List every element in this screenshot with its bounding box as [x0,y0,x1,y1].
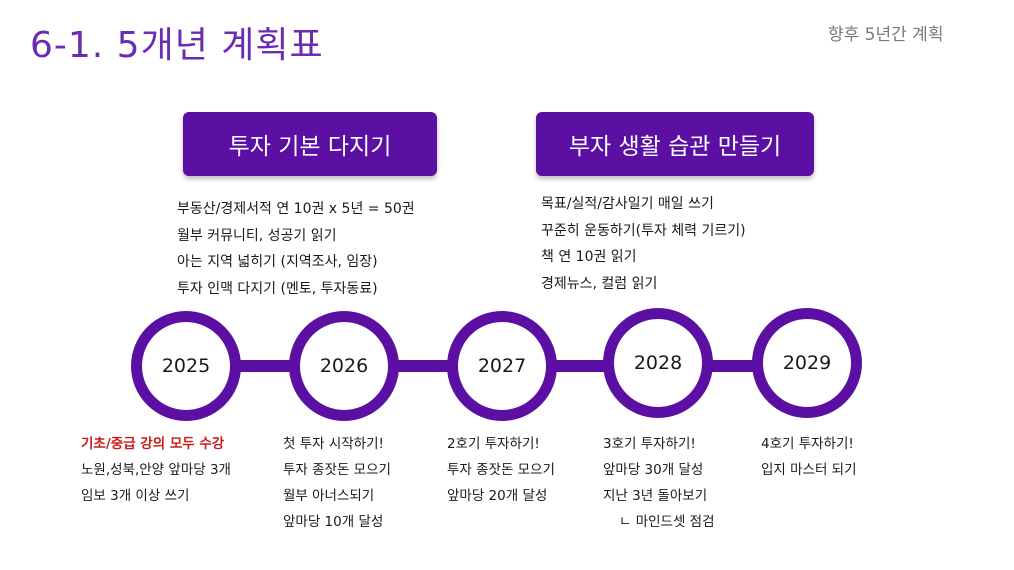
banner-label: 투자 기본 다지기 [228,134,392,160]
list-item: 투자 종잣돈 모으기 [283,462,391,478]
tasks-2027: 2호기 투자하기! 투자 종잣돈 모으기 앞마당 20개 달성 [447,431,555,509]
list-item: 투자 인맥 다지기 (멘토, 투자동료) [177,280,378,297]
year-label: 2028 [633,352,683,374]
list-item: 입지 마스터 되기 [761,462,857,478]
list-item: 2호기 투자하기! [447,436,540,452]
tasks-2026: 첫 투자 시작하기! 투자 종잣돈 모으기 월부 아너스되기 앞마당 10개 달… [283,431,391,535]
list-item: 월부 커뮤니티, 성공기 읽기 [177,227,337,244]
list-item: 목표/실적/감사일기 매일 쓰기 [541,196,714,212]
page-subtitle: 향후 5년간 계획 [828,25,944,45]
goals-list-right: 목표/실적/감사일기 매일 쓰기 꾸준히 운동하기(투자 체력 기르기) 책 연… [541,191,746,297]
tasks-2029: 4호기 투자하기! 입지 마스터 되기 [761,431,857,483]
list-item: 기초/중급 강의 모두 수강 [81,436,225,452]
year-circle-2029: 2029 [752,308,862,418]
list-item: 첫 투자 시작하기! [283,436,384,452]
year-circle-2028: 2028 [603,308,713,418]
list-item: 투자 종잣돈 모으기 [447,462,555,478]
list-item: 월부 아너스되기 [283,488,375,504]
list-item: 앞마당 30개 달성 [603,462,704,478]
list-item: 아는 지역 넓히기 (지역조사, 임장) [177,254,378,270]
list-item: 꾸준히 운동하기(투자 체력 기르기) [541,222,746,239]
list-item: 앞마당 10개 달성 [283,514,384,530]
list-item: 앞마당 20개 달성 [447,488,548,504]
banner-wealthy-habits: 부자 생활 습관 만들기 [536,112,814,176]
list-item: 임보 3개 이상 쓰기 [81,488,190,504]
tasks-2025: 기초/중급 강의 모두 수강 노원,성북,안양 앞마당 3개 임보 3개 이상 … [81,431,231,509]
list-item: 3호기 투자하기! [603,436,696,452]
year-label: 2025 [161,355,211,377]
year-label: 2026 [319,355,369,377]
year-circle-2026: 2026 [289,311,399,421]
year-circle-2025: 2025 [131,311,241,421]
list-item: ㄴ 마인드셋 점검 [619,514,715,530]
tasks-2028: 3호기 투자하기! 앞마당 30개 달성 지난 3년 돌아보기 ㄴ 마인드셋 점… [603,431,715,535]
list-item: 경제뉴스, 컬럼 읽기 [541,275,658,292]
page-title: 6-1. 5개년 계획표 [30,25,324,66]
list-item: 지난 3년 돌아보기 [603,488,708,504]
banner-label: 부자 생활 습관 만들기 [568,134,782,160]
year-label: 2029 [782,352,832,374]
list-item: 책 연 10권 읽기 [541,249,637,265]
year-circle-2027: 2027 [447,311,557,421]
list-item: 부동산/경제서적 연 10권 x 5년 = 50권 [177,201,415,217]
list-item: 4호기 투자하기! [761,436,854,452]
year-label: 2027 [477,355,527,377]
list-item: 노원,성북,안양 앞마당 3개 [81,462,231,478]
banner-investment-basics: 투자 기본 다지기 [183,112,437,176]
goals-list-left: 부동산/경제서적 연 10권 x 5년 = 50권 월부 커뮤니티, 성공기 읽… [177,196,415,302]
